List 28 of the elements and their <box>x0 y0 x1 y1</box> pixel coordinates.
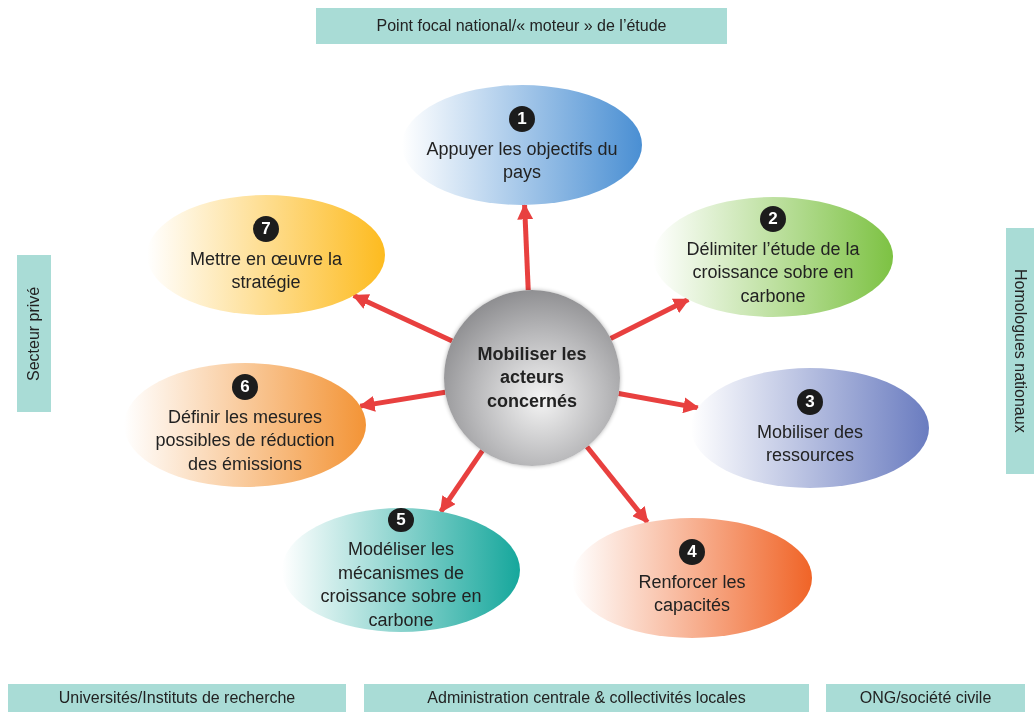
step-label: Appuyer les objectifs du pays <box>425 137 619 184</box>
arrow <box>609 297 690 341</box>
step-label: Modéliser les mécanismes de croissance sobre en carbone <box>319 538 483 632</box>
stakeholder-label: Homologues nationaux <box>1006 228 1034 474</box>
step-number: 7 <box>253 215 279 242</box>
stakeholder-label: Universités/Instituts de recherche <box>8 684 346 712</box>
stakeholder-label: Administration centrale & collectivités locales <box>364 684 809 712</box>
arrow <box>438 449 485 513</box>
step-label: Délimiter l’étude de la croissance sobre en carbone <box>685 237 861 308</box>
step-label: Mobiliser des ressources <box>755 420 864 467</box>
step-number: 6 <box>232 373 258 400</box>
arrow <box>352 293 454 344</box>
stakeholder-label: Point focal national/« moteur » de l’étude <box>316 8 727 44</box>
step-number: 1 <box>509 105 535 132</box>
arrow <box>585 445 650 524</box>
arrow <box>517 203 534 291</box>
step-label: Mettre en œuvre la stratégie <box>188 247 344 294</box>
step-label: Renforcer les capacités <box>637 570 747 617</box>
stakeholder-label: Secteur privé <box>17 255 51 412</box>
step-number: 2 <box>760 205 786 232</box>
step-number: 3 <box>797 388 823 415</box>
center-label: Mobiliser les acteurs concernés <box>477 342 587 413</box>
step-number: 5 <box>388 508 414 533</box>
step-number: 4 <box>679 538 705 565</box>
arrow <box>618 391 700 414</box>
stakeholder-label: ONG/société civile <box>826 684 1025 712</box>
arrow <box>358 389 446 412</box>
step-label: Définir les mesures possibles de réduction des émissions <box>154 405 336 476</box>
